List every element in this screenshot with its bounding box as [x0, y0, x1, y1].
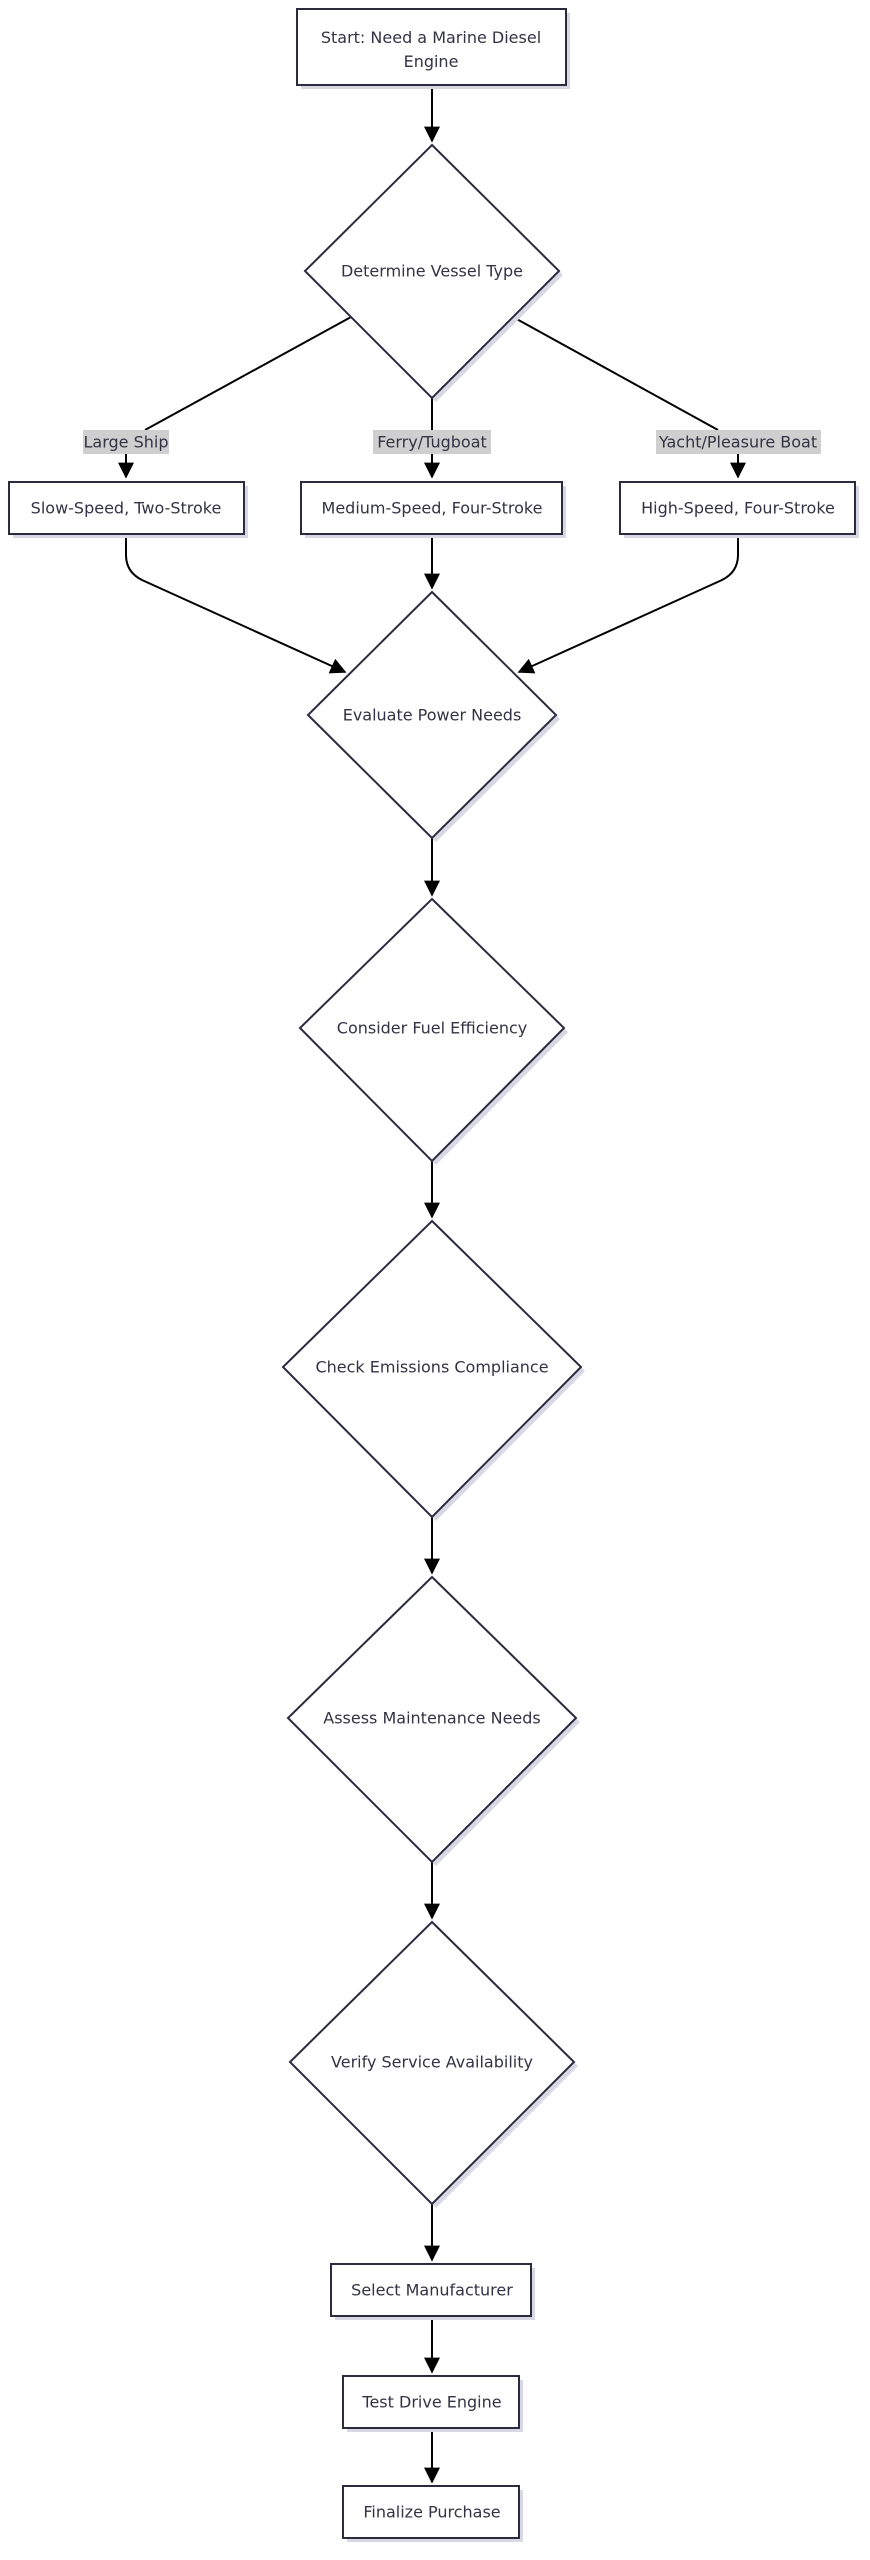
node-test-drive-label: Test Drive Engine [361, 2393, 501, 2412]
node-medium-speed-label: Medium-Speed, Four-Stroke [322, 499, 543, 518]
node-start-box [296, 8, 567, 86]
node-maintenance[interactable]: Assess Maintenance Needs [286, 1575, 580, 1866]
node-emissions[interactable]: Check Emissions Compliance [281, 1219, 585, 1521]
node-service-label: Verify Service Availability [331, 2053, 533, 2072]
node-manufacturer-box [330, 2263, 532, 2317]
edge-label-yacht: Yacht/Pleasure Boat [658, 433, 817, 452]
node-service-diamond [288, 1920, 576, 2206]
edge-high-speed-to-power [517, 534, 739, 674]
node-finalize-box [342, 2485, 520, 2539]
edge-vessel-to-yacht [512, 316, 719, 431]
node-vessel-type-diamond [303, 143, 561, 400]
node-high-speed-label: High-Speed, Four-Stroke [641, 499, 835, 518]
node-manufacturer[interactable]: Select Manufacturer [330, 2263, 535, 2320]
edge-vessel-to-large-ship [144, 316, 352, 431]
node-service[interactable]: Verify Service Availability [288, 1920, 578, 2208]
edge-label-large-ship: Large Ship [84, 433, 169, 452]
edges [118, 85, 746, 2484]
node-vessel-type-label: Determine Vessel Type [341, 262, 523, 281]
node-emissions-diamond [281, 1219, 583, 1519]
node-power-needs[interactable]: Evaluate Power Needs [306, 590, 560, 842]
node-vessel-type[interactable]: Determine Vessel Type [303, 143, 563, 402]
edge-labels: Large Ship Ferry/Tugboat Yacht/Pleasure … [83, 430, 821, 454]
node-finalize[interactable]: Finalize Purchase [342, 2485, 523, 2542]
edge-label-bg-large-ship [83, 430, 169, 454]
node-test-drive[interactable]: Test Drive Engine [342, 2375, 523, 2432]
node-fuel-efficiency-label: Consider Fuel Efficiency [337, 1019, 527, 1038]
node-power-needs-label: Evaluate Power Needs [343, 706, 522, 725]
node-medium-speed[interactable]: Medium-Speed, Four-Stroke [300, 481, 566, 538]
edge-label-bg-ferry [373, 430, 491, 454]
node-finalize-label: Finalize Purchase [363, 2503, 500, 2522]
node-test-drive-box [342, 2375, 520, 2429]
edge-label-bg-yacht [656, 430, 821, 454]
node-emissions-label: Check Emissions Compliance [315, 1358, 548, 1377]
node-high-speed[interactable]: High-Speed, Four-Stroke [619, 481, 859, 538]
node-fuel-efficiency-diamond [298, 897, 566, 1163]
node-slow-speed-box [8, 481, 245, 535]
node-fuel-efficiency[interactable]: Consider Fuel Efficiency [298, 897, 568, 1165]
node-slow-speed-label: Slow-Speed, Two-Stroke [31, 499, 222, 518]
edge-slow-speed-to-power [125, 534, 347, 674]
node-slow-speed[interactable]: Slow-Speed, Two-Stroke [8, 481, 248, 538]
node-maintenance-label: Assess Maintenance Needs [323, 1709, 541, 1728]
node-power-needs-diamond [306, 590, 558, 840]
node-maintenance-diamond [286, 1575, 578, 1864]
node-high-speed-box [619, 481, 856, 535]
node-medium-speed-box [300, 481, 563, 535]
node-manufacturer-label: Select Manufacturer [351, 2281, 513, 2300]
edge-label-ferry-tugboat: Ferry/Tugboat [377, 433, 487, 452]
